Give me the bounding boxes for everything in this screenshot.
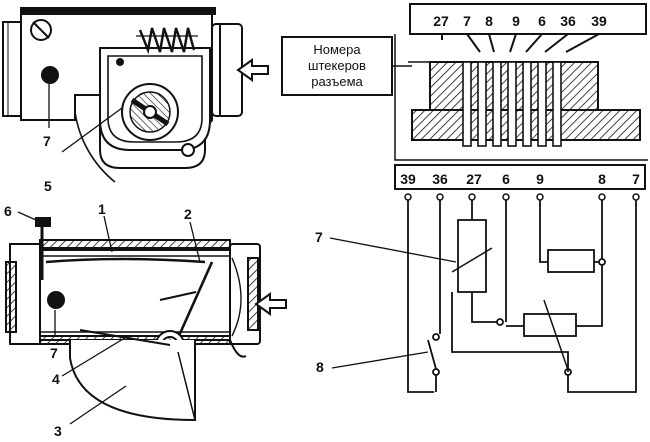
section-label-2: 2: [184, 206, 192, 222]
connector-pin-number: 39: [591, 13, 607, 29]
sensor-section-view: [5, 217, 261, 422]
air-flow-arrow-bottom: [254, 292, 287, 316]
terminal-pin-number: 36: [432, 171, 448, 187]
section-label-7: 7: [50, 345, 58, 361]
section-label-1: 1: [98, 201, 106, 217]
circuit-label-8: 8: [316, 359, 324, 375]
caption-line-2: штекеров: [308, 58, 366, 73]
terminal-pin-number: 7: [632, 171, 640, 187]
terminal-pin-number: 27: [466, 171, 482, 187]
circuit-label-7: 7: [315, 229, 323, 245]
connector-pin-number: 36: [560, 13, 576, 29]
connector-caption-box: Номера штекеров разъема: [281, 36, 412, 96]
air-flow-arrow-top: [236, 58, 269, 82]
caption-line-1: Номера: [313, 42, 361, 57]
connector-block: [394, 3, 648, 161]
sensor-top-view: [2, 7, 243, 183]
connector-pin-number: 6: [538, 13, 546, 29]
section-label-4: 4: [52, 371, 60, 387]
terminal-pin-number: 9: [536, 171, 544, 187]
top-view-leaders: [48, 84, 123, 153]
connector-pin-number: 8: [485, 13, 493, 29]
connector-pin-number: 9: [512, 13, 520, 29]
terminal-pin-numbers: 39 36 27 6 9 8 7: [400, 171, 640, 187]
terminal-pin-number: 8: [598, 171, 606, 187]
terminal-pin-number: 39: [400, 171, 416, 187]
connector-pin-number: 27: [433, 13, 449, 29]
terminal-pin-number: 6: [502, 171, 510, 187]
connector-pin-number: 7: [463, 13, 471, 29]
section-label-6: 6: [4, 203, 12, 219]
circuit-leaders: [329, 237, 457, 369]
top-label-5: 5: [44, 178, 52, 194]
top-label-7: 7: [43, 133, 51, 149]
caption-line-3: разъема: [311, 74, 363, 89]
section-view-leaders: [17, 211, 201, 425]
circuit-schematic: [394, 164, 646, 393]
section-label-3: 3: [54, 423, 62, 437]
connector-pin-numbers: 27 7 8 9 6 36 39: [433, 13, 607, 29]
